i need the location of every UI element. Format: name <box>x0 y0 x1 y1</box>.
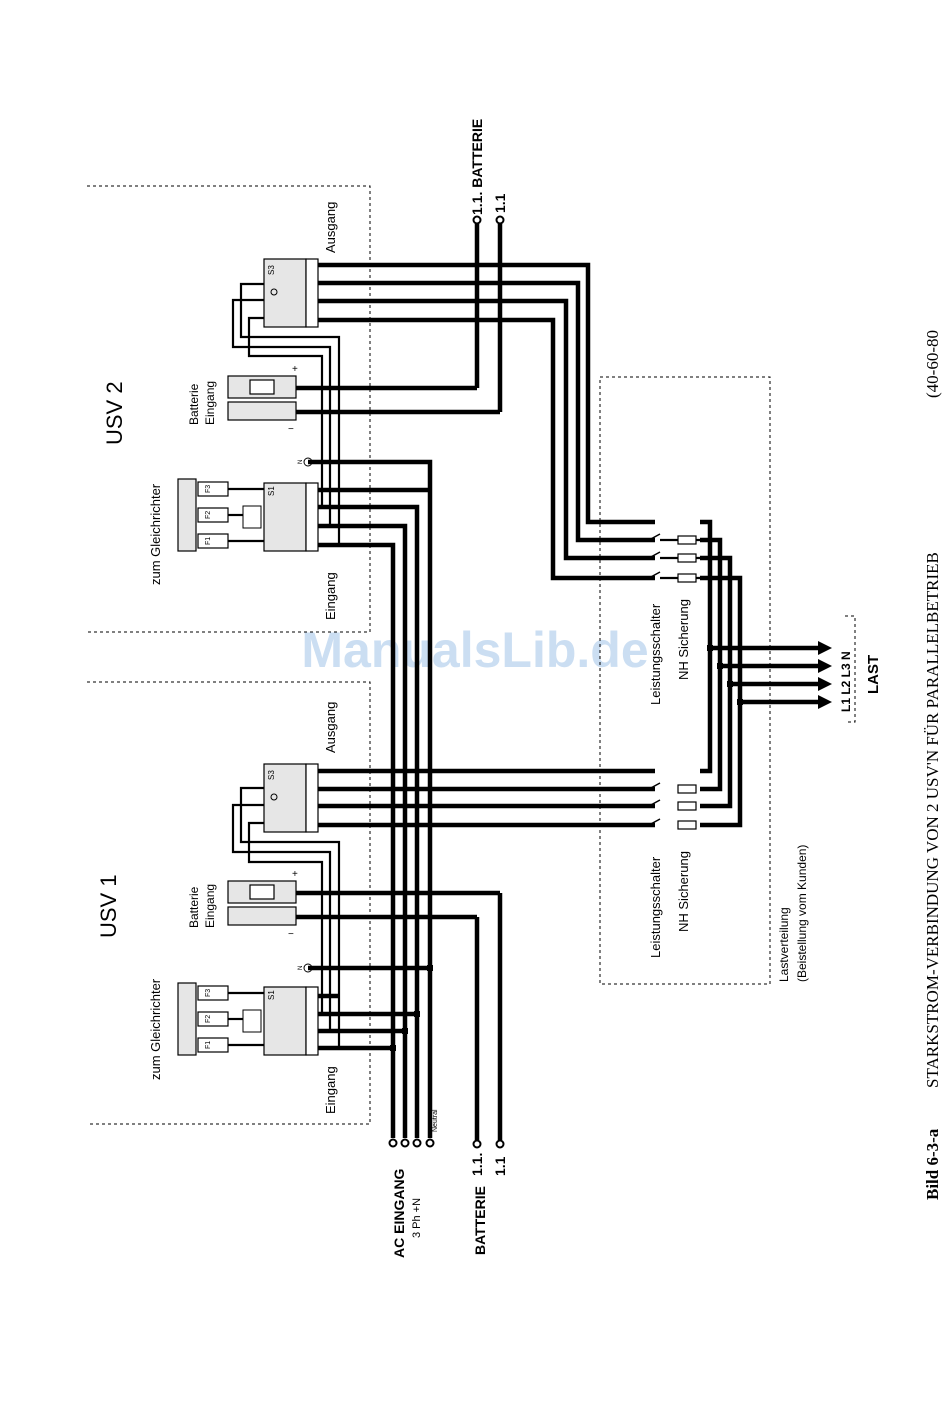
battery2-term: 1.1 <box>492 193 508 213</box>
svg-text:S1: S1 <box>267 990 276 1000</box>
svg-text:−: − <box>288 929 294 940</box>
load-bracket <box>845 615 856 723</box>
svg-text:N: N <box>298 460 304 464</box>
svg-text:F2: F2 <box>205 511 212 519</box>
usv2-title: USV 2 <box>102 381 127 445</box>
fuse-label-bottom: NH Sicherung <box>676 851 691 932</box>
distribution-panel-frame <box>599 376 771 985</box>
svg-text:F2: F2 <box>205 1015 212 1023</box>
battery1-term-a: 1.1. <box>469 1153 485 1176</box>
breaker-label-bottom: Leistungsschalter <box>648 856 663 958</box>
svg-text:S3: S3 <box>267 770 276 780</box>
panel-label-1: Lastverteilung <box>777 907 791 982</box>
svg-text:F3: F3 <box>205 485 212 493</box>
battery2-label: 1.1. BATTERIE <box>469 119 485 215</box>
usv1-rectifier-label: zum Gleichrichter <box>148 978 163 1080</box>
usv2-input-label: Eingang <box>323 572 338 620</box>
usv1-battery-label-2: Eingang <box>203 884 217 928</box>
neutral-label: Neutral <box>432 1109 439 1132</box>
usv1-battery-label-1: Batterie <box>187 886 201 928</box>
svg-text:F3: F3 <box>205 989 212 997</box>
labels: USV 2 USV 1 zum Gleichrichter Eingang Au… <box>96 119 942 1258</box>
svg-text:+: + <box>292 364 298 375</box>
svg-text:+: + <box>292 869 298 880</box>
usv2-battery-label-2: Eingang <box>203 381 217 425</box>
load-label: LAST <box>865 655 882 694</box>
figure-number: Bild 6-3-a <box>923 1128 942 1200</box>
load-phases: L1 L2 L3 N <box>839 651 853 712</box>
svg-text:F1: F1 <box>205 537 212 545</box>
usv1-components: S3 S1 F3 F2 F1 + − N <box>177 763 319 1056</box>
fuse-label-top: NH Sicherung <box>676 599 691 680</box>
svg-text:F1: F1 <box>205 1041 212 1049</box>
usv2-battery-minus <box>227 401 297 421</box>
svg-text:N: N <box>298 966 304 970</box>
usv2-s1-switch <box>263 482 307 552</box>
usv1-frame <box>87 681 371 1125</box>
usv2-frame <box>87 185 371 633</box>
usv2-components: S3 S1 F3 F2 F1 + − N <box>177 258 319 552</box>
figure-title-suffix: (40-60-80 <box>923 330 942 398</box>
ac-input-label: AC EINGANG <box>391 1168 407 1258</box>
usv1-output-label: Ausgang <box>323 702 338 753</box>
terminals <box>388 215 505 1149</box>
battery1-term-b: 1.1 <box>492 1156 508 1176</box>
battery1-label: BATTERIE <box>472 1186 488 1255</box>
breaker-label-top: Leistungsschalter <box>648 603 663 705</box>
usv1-battery-minus <box>227 906 297 926</box>
usv1-title: USV 1 <box>96 874 121 938</box>
svg-text:S3: S3 <box>267 265 276 275</box>
panel-label-2: (Beistellung vom Kunden) <box>795 845 809 982</box>
watermark: ManualsLib.de <box>301 622 648 678</box>
svg-text:−: − <box>288 424 294 435</box>
usv2-output-label: Ausgang <box>323 202 338 253</box>
usv2-battery-label-1: Batterie <box>187 383 201 425</box>
load-arrows <box>818 641 832 709</box>
figure-title: STARKSTROM-VERBINDUNG VON 2 USV'N FÜR PA… <box>923 552 942 1088</box>
usv1-input-label: Eingang <box>323 1066 338 1114</box>
usv2-rectifier-label: zum Gleichrichter <box>148 483 163 585</box>
junction-dots <box>390 645 743 1051</box>
breakers-fuses <box>647 533 740 830</box>
svg-text:S1: S1 <box>267 486 276 496</box>
ac-input-sub: 3 Ph +N <box>411 1198 423 1238</box>
